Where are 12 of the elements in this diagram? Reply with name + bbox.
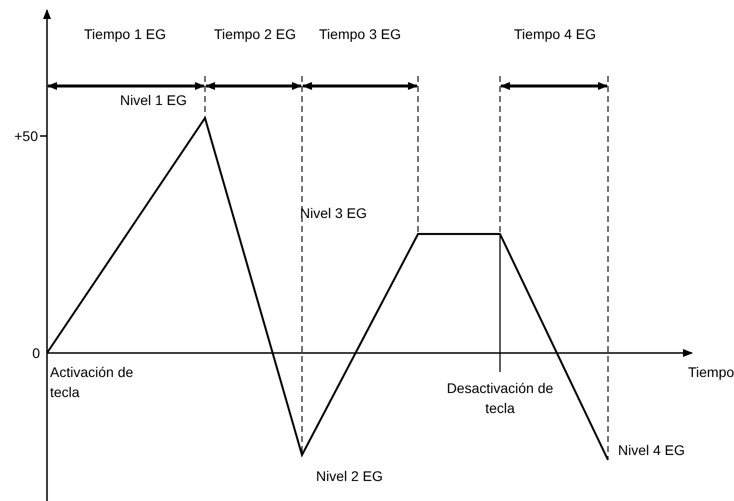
time-span-label: Tiempo 3 EG [318,25,402,44]
event-label: Activación de tecla [50,363,134,402]
axis-title: Tiempo [688,363,734,382]
axis-tick-label: +50 [13,127,38,146]
level-label: Nivel 1 EG [120,91,188,110]
time-span-label: Tiempo 2 EG [213,25,297,44]
level-label: Nivel 2 EG [316,467,384,486]
event-label: Desactivación de tecla [446,379,554,418]
time-span-label: Tiempo 4 EG [513,25,597,44]
axis-tick-label: 0 [31,344,40,363]
time-span-label: Tiempo 1 EG [83,25,167,44]
level-label: Nivel 4 EG [618,441,686,460]
